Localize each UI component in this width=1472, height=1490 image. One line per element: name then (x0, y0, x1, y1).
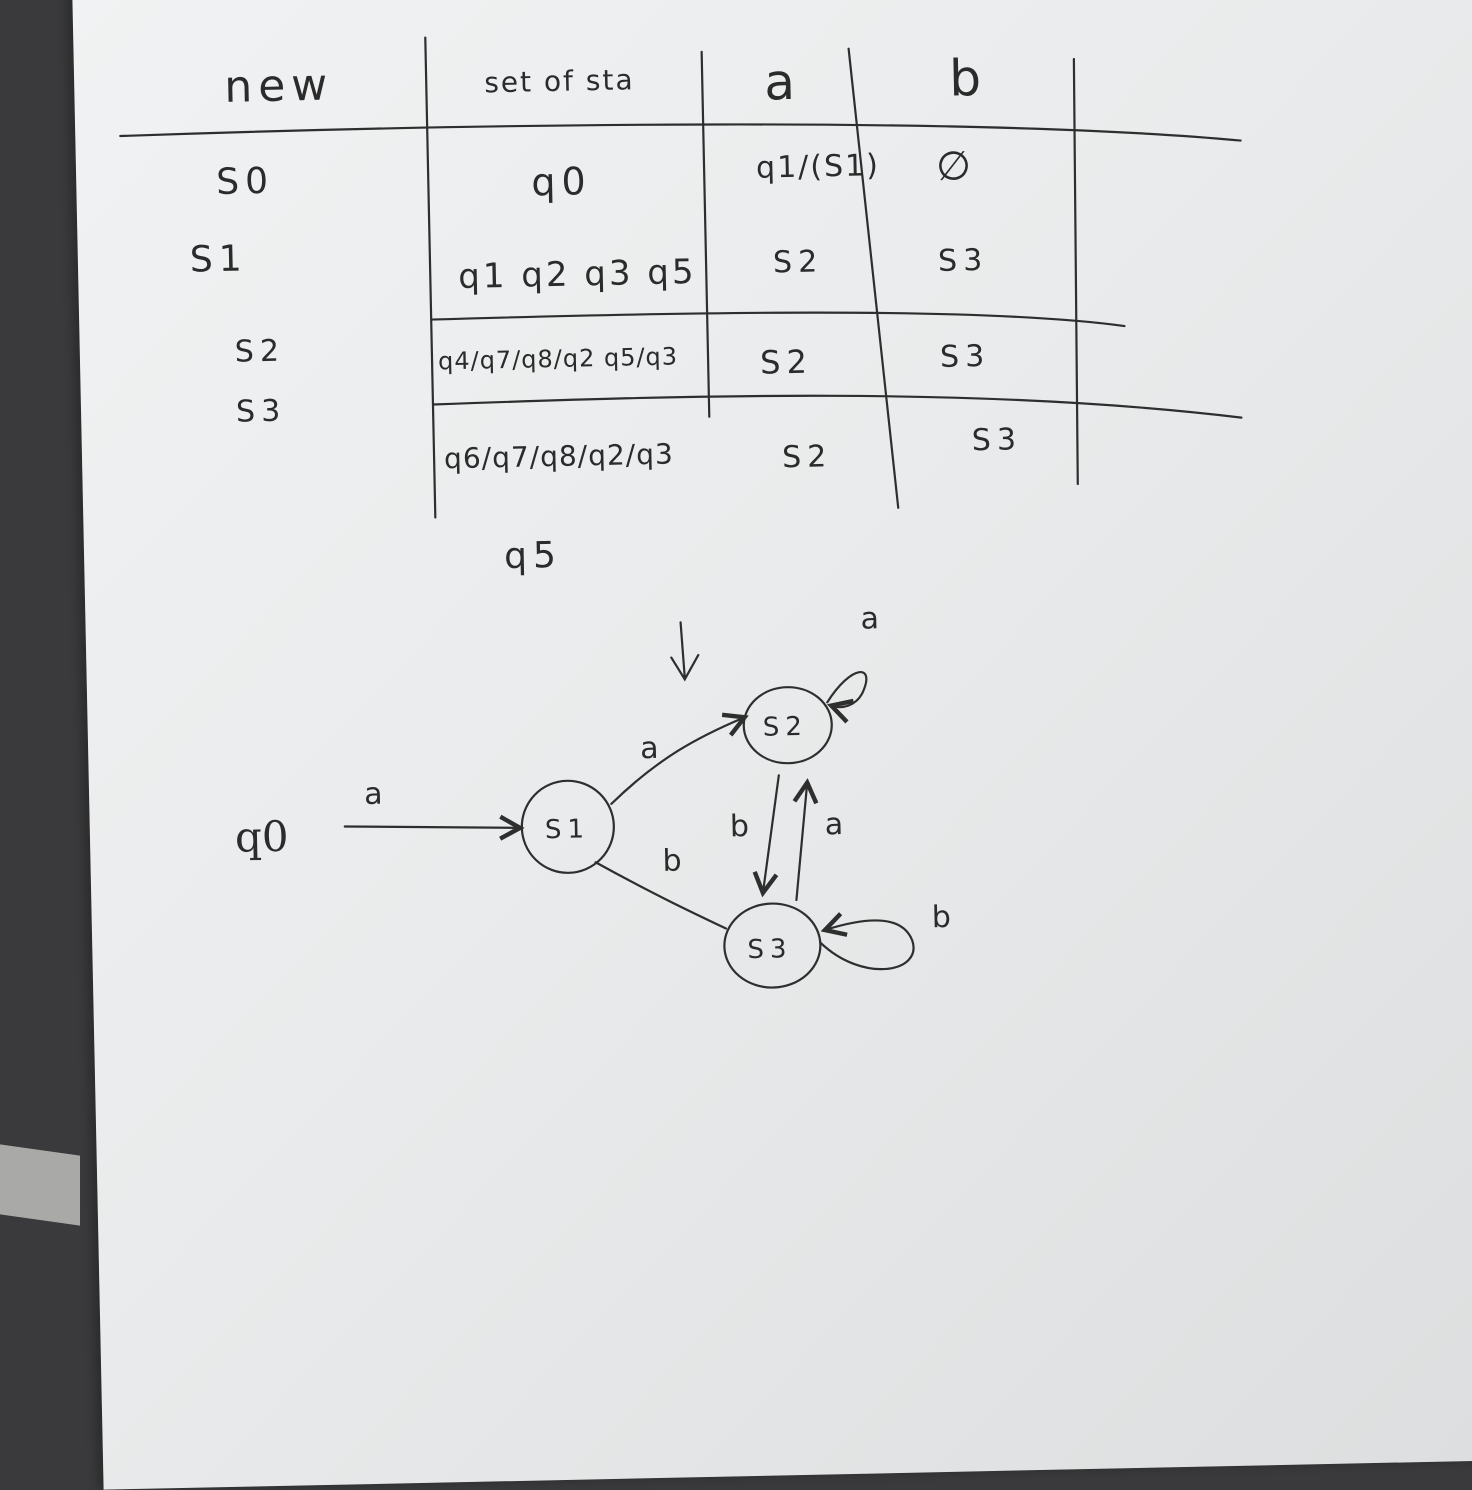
edge-s3-loop-label: b (931, 900, 951, 935)
edge-s2-loop (826, 670, 868, 707)
state-s2-label: S2 (762, 712, 808, 743)
paper-sheet: new set of sta a b S0 S1 S2 S3 q0 q1 q2 … (72, 0, 1472, 1490)
edge-s3-s2-label: a (824, 807, 843, 842)
edge-s2-loop-label: a (860, 601, 879, 636)
header-rule (119, 123, 1242, 142)
col-rule-3 (847, 47, 900, 509)
col-rule-1 (424, 36, 437, 519)
edge-s1-s2 (610, 718, 745, 805)
row-rule-1 (430, 311, 1126, 328)
desk-strip (0, 1144, 80, 1226)
state-diagram: S1 S2 S3 q0 a a b b a a b (234, 601, 951, 989)
edge-q0-s1-label: a (364, 777, 383, 812)
state-s3-label: S3 (747, 934, 793, 965)
edge-q0-s1 (343, 823, 518, 832)
col-rule-2 (700, 50, 711, 418)
table-grid (119, 36, 1243, 519)
edge-s2-s3-label: b (730, 809, 750, 844)
start-state-label: q0 (234, 812, 289, 862)
edge-s3-loop (819, 920, 915, 971)
state-s3 (723, 902, 822, 989)
state-s1-label: S1 (545, 814, 591, 845)
edge-s1-s2-label: a (640, 731, 659, 766)
col-rule-4 (1072, 57, 1079, 486)
row-rule-2 (431, 394, 1243, 419)
edge-s2-s3 (761, 774, 780, 890)
edge-s1-s3 (594, 861, 728, 930)
down-arrow-icon (670, 621, 700, 682)
edge-s3-s2 (794, 785, 809, 902)
edge-s1-s3-label: b (662, 843, 682, 878)
